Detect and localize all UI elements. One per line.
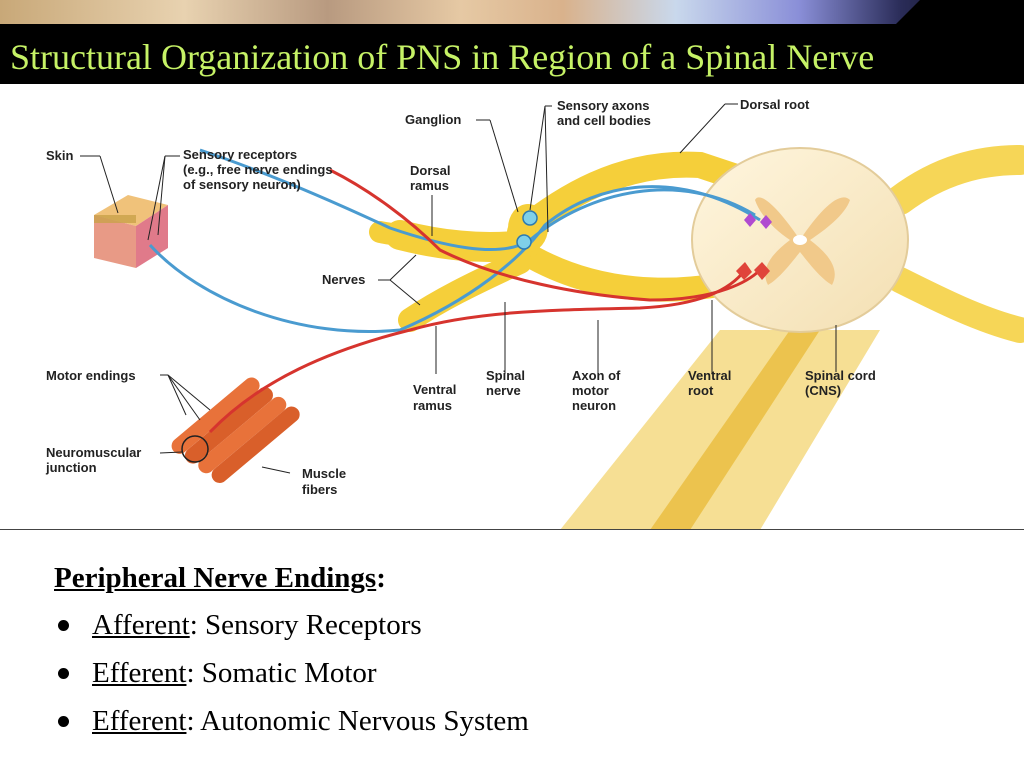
list-item: Afferent: Sensory Receptors xyxy=(54,601,994,649)
list-item: Efferent: Somatic Motor xyxy=(54,649,994,697)
label-neuromuscular-2: junction xyxy=(45,460,97,475)
label-spinal-nerve-1: Spinal xyxy=(486,368,525,383)
label-ventral-ramus-2: ramus xyxy=(413,398,452,413)
skin-block xyxy=(94,195,168,268)
leader-lines xyxy=(80,103,837,474)
label-muscle-fibers-2: fibers xyxy=(302,482,337,497)
motor-fiber-2 xyxy=(329,168,762,302)
motor-neurons xyxy=(208,168,772,434)
spinal-cord-section xyxy=(691,147,909,333)
pns-diagram: Skin Sensory receptors (e.g., free nerve… xyxy=(45,97,1024,530)
list-item-term: Efferent xyxy=(92,657,187,689)
neuromuscular-junction-circle xyxy=(181,435,209,463)
label-dorsal-ramus-1: Dorsal xyxy=(410,163,450,178)
diagram-labels: Skin Sensory receptors (e.g., free nerve… xyxy=(45,97,876,497)
title-bar: Structural Organization of PNS in Region… xyxy=(0,0,1024,84)
notes-heading-text: Peripheral Nerve Endings xyxy=(54,562,377,594)
label-sensory-axons-1: Sensory axons xyxy=(557,98,650,113)
label-ganglion: Ganglion xyxy=(405,112,461,127)
list-item-text: : Sensory Receptors xyxy=(189,609,422,641)
list-item-text: : Somatic Motor xyxy=(186,657,377,689)
list-item-term: Efferent xyxy=(92,705,187,737)
notes-heading: Peripheral Nerve Endings: xyxy=(54,562,994,595)
motor-fiber-1 xyxy=(208,269,747,434)
list-item-term: Afferent xyxy=(92,609,190,641)
label-spinal-cord-2: (CNS) xyxy=(805,383,841,398)
central-canal xyxy=(793,235,807,245)
notes-section: Peripheral Nerve Endings: Afferent: Sens… xyxy=(54,562,994,745)
right-nerve-trunk-lower xyxy=(887,267,1024,343)
label-spinal-nerve-2: nerve xyxy=(486,383,521,398)
bullet-icon xyxy=(58,620,69,631)
label-dorsal-ramus-2: ramus xyxy=(410,178,449,193)
label-sensory-receptors-3: of sensory neuron) xyxy=(183,177,301,192)
label-neuromuscular-1: Neuromuscular xyxy=(46,445,141,460)
motor-cell-body-2 xyxy=(754,262,770,280)
interneuron-1 xyxy=(744,213,756,227)
list-item-text: : Autonomic Nervous System xyxy=(186,705,529,737)
spinal-cord-column-shade xyxy=(650,330,820,530)
bullet-icon xyxy=(58,716,69,727)
header-band-cut xyxy=(894,0,1024,26)
sensory-cell-body-1 xyxy=(522,210,538,226)
label-ventral-ramus-1: Ventral xyxy=(413,382,456,397)
notes-heading-colon: : xyxy=(376,562,386,594)
sensory-neurons xyxy=(148,148,761,334)
label-nerves: Nerves xyxy=(322,272,365,287)
label-muscle-fibers-1: Muscle xyxy=(302,466,346,481)
sensory-fiber-1 xyxy=(148,185,761,334)
sensory-cell-body-2 xyxy=(516,234,532,250)
interneuron-2 xyxy=(760,215,772,229)
bullet-icon xyxy=(58,668,69,679)
label-motor-endings: Motor endings xyxy=(46,368,136,383)
right-nerve-trunk xyxy=(885,145,1024,215)
muscle-fibers xyxy=(171,377,300,483)
label-ventral-root-1: Ventral xyxy=(688,368,731,383)
label-axon-motor-3: neuron xyxy=(572,398,616,413)
ventral-ramus-trunk xyxy=(398,250,532,332)
label-axon-motor-2: motor xyxy=(572,383,609,398)
label-spinal-cord-1: Spinal cord xyxy=(805,368,876,383)
label-dorsal-root: Dorsal root xyxy=(740,97,810,112)
decorative-header-band xyxy=(0,0,1024,24)
section-divider xyxy=(0,529,1024,530)
notes-list: Afferent: Sensory Receptors Efferent: So… xyxy=(54,601,994,745)
label-sensory-axons-2: and cell bodies xyxy=(557,113,651,128)
label-sensory-receptors-1: Sensory receptors xyxy=(183,147,297,162)
sensory-fiber-2 xyxy=(199,148,756,251)
label-sensory-receptors-2: (e.g., free nerve endings xyxy=(183,162,333,177)
label-skin: Skin xyxy=(46,148,74,163)
slide-title: Structural Organization of PNS in Region… xyxy=(10,37,875,77)
label-axon-motor-1: Axon of xyxy=(572,368,621,383)
label-ventral-root-2: root xyxy=(688,383,714,398)
list-item: Efferent: Autonomic Nervous System xyxy=(54,697,994,745)
motor-cell-body-1 xyxy=(736,262,752,280)
